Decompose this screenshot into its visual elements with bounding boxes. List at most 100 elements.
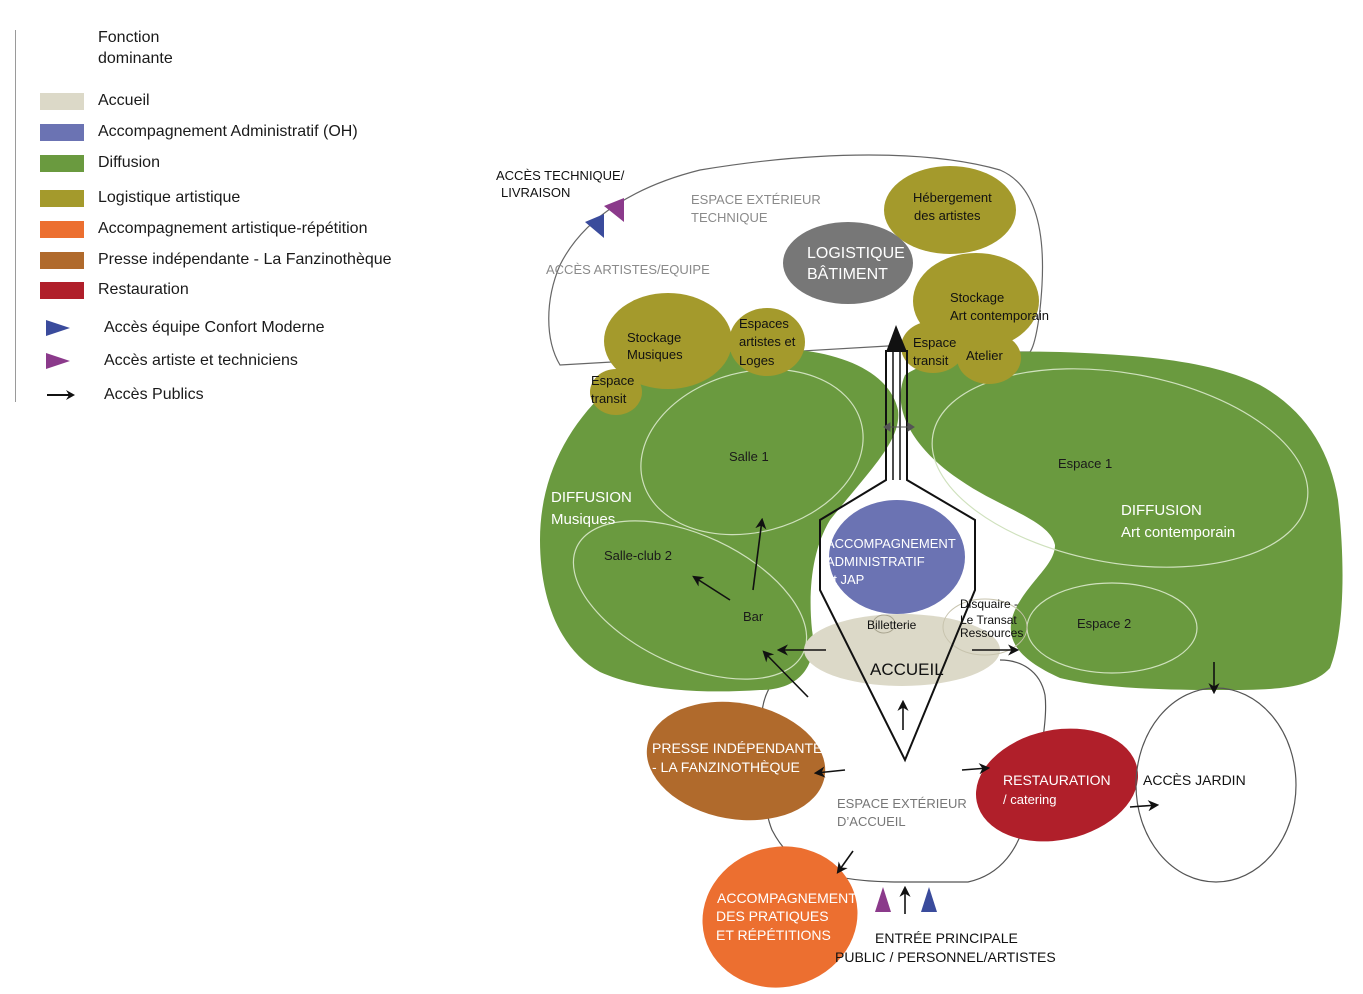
label-pratiques-3: ET RÉPÉTITIONS [716, 927, 831, 943]
legend-item-acces-equipe: Accès équipe Confort Moderne [40, 317, 325, 339]
legend-swatch-diffusion [40, 154, 84, 172]
label-acces-jardin: ACCÈS JARDIN [1143, 772, 1246, 788]
legend-title-line2: dominante [98, 50, 173, 67]
label-billetterie: Billetterie [867, 618, 917, 632]
blue-triangle-icon [585, 214, 604, 238]
blue-triangle-icon [921, 887, 937, 912]
label-disquaire-2: Le Transat [960, 613, 1017, 627]
diffusion-art-zone [900, 351, 1343, 690]
accompagnement-pratiques-ellipse [702, 846, 858, 988]
arrow-exterieur-to-bar [762, 650, 809, 698]
arrow-to-restauration [961, 763, 991, 775]
accueil-ellipse [804, 614, 1000, 686]
label-transit-right-1: Espace [913, 335, 956, 350]
arrow-icon [47, 390, 75, 400]
espaces-artistes-ellipse [729, 308, 805, 376]
legend-label-acces-artiste: Accès artiste et techniciens [104, 352, 298, 369]
central-route-arrowhead [886, 325, 907, 352]
atelier-ellipse [957, 332, 1021, 384]
salle-1-outline [640, 368, 864, 536]
label-espace-ext-accueil-1: ESPACE EXTÉRIEUR [837, 796, 967, 811]
legend-swatch-presse [40, 251, 84, 269]
arrow-to-pratiques [836, 850, 854, 874]
label-presse-2: - LA FANZINOTHÈQUE [652, 759, 800, 775]
label-espace-ext-tech-2: TECHNIQUE [691, 210, 768, 225]
label-admin-2: ADMINISTRATIF [826, 554, 925, 569]
label-salle1: Salle 1 [729, 449, 769, 464]
label-atelier: Atelier [966, 348, 1004, 363]
logistique-batiment-ellipse [783, 222, 913, 304]
espace-transit-right-ellipse [901, 321, 965, 373]
hebergement-ellipse [884, 166, 1016, 254]
restauration-ellipse [975, 728, 1139, 842]
presse-ellipse [646, 701, 826, 821]
label-acces-technique-1: ACCÈS TECHNIQUE/ [496, 168, 625, 183]
label-diffusion-mus-1: DIFFUSION [551, 489, 632, 506]
label-pratiques-1: ACCOMPAGNEMENT [717, 890, 857, 906]
label-espace1: Espace 1 [1058, 456, 1112, 471]
legend-label-accueil: Accueil [98, 92, 150, 109]
label-espace2: Espace 2 [1077, 616, 1131, 631]
legend-item-acces-artiste: Accès artiste et techniciens [40, 350, 298, 372]
label-transit-right-2: transit [913, 353, 949, 368]
label-transit-left-2: transit [591, 391, 627, 406]
legend-label-acces-publics: Accès Publics [104, 386, 204, 403]
espace-1-outline [931, 368, 1309, 568]
label-stockage-art-1: Stockage [950, 290, 1004, 305]
stockage-musiques-ellipse [604, 293, 732, 389]
disquaire-outline [942, 598, 1028, 656]
legend-divider [15, 30, 16, 402]
label-stockage-mus-2: Musiques [627, 347, 683, 362]
label-logistique-2: BÂTIMENT [807, 264, 888, 283]
double-arrow-left-head [883, 422, 891, 432]
label-espace-ext-tech-1: ESPACE EXTÉRIEUR [691, 192, 821, 207]
label-accueil: ACCUEIL [870, 660, 944, 679]
legend: Fonction dominante Accueil Accompagnemen… [0, 0, 440, 410]
label-stockage-art-2: Art contemporain [950, 308, 1049, 323]
label-presse-1: PRESSE INDÉPENDANTE [652, 740, 822, 756]
legend-label-acces-equipe: Accès équipe Confort Moderne [104, 319, 325, 336]
legend-item-presse: Presse indépendante - La Fanzinothèque [40, 249, 392, 271]
central-route [819, 350, 976, 763]
label-logistique-1: LOGISTIQUE [807, 245, 905, 262]
legend-item-admin: Accompagnement Administratif (OH) [40, 121, 358, 143]
legend-label-restauration: Restauration [98, 281, 189, 298]
salle-club-outline [572, 520, 808, 680]
arrow-restauration-to-jardin [1129, 800, 1160, 812]
legend-swatch-accueil [40, 92, 84, 110]
label-espace-ext-accueil-2: D’ACCUEIL [837, 814, 906, 829]
legend-swatch-admin [40, 123, 84, 141]
double-arrow-right-head [907, 422, 915, 432]
diffusion-musiques-zone [540, 349, 899, 692]
accompagnement-admin-ellipse [829, 500, 965, 614]
billetterie-marker [872, 614, 896, 634]
label-acces-artistes: ACCÈS ARTISTES/EQUIPE [546, 262, 710, 277]
legend-item-acces-publics: Accès Publics [40, 384, 204, 406]
legend-swatch-repetition [40, 220, 84, 238]
legend-item-accueil: Accueil [40, 90, 150, 112]
outline-technical [548, 154, 1044, 366]
label-disquaire-1: Disquaire - [960, 597, 1018, 611]
legend-label-repetition: Accompagnement artistique-répétition [98, 220, 368, 237]
label-stockage-mus-1: Stockage [627, 330, 681, 345]
arrow-bar-to-salle1 [752, 517, 767, 591]
label-bar: Bar [743, 609, 764, 624]
purple-triangle-icon [604, 198, 624, 222]
label-espaces-artistes-3: Loges [739, 353, 775, 368]
label-diffusion-mus-2: Musiques [551, 511, 615, 528]
label-diffusion-art-2: Art contemporain [1121, 524, 1235, 541]
label-restauration-1: RESTAURATION [1003, 772, 1111, 788]
label-hebergement-1: Hébergement [913, 190, 992, 205]
legend-item-logistique: Logistique artistique [40, 187, 240, 209]
arrow-to-presse [813, 766, 846, 778]
legend-item-diffusion: Diffusion [40, 152, 160, 174]
label-pratiques-2: DES PRATIQUES [716, 908, 829, 924]
label-disquaire-3: Ressources [960, 626, 1023, 640]
legend-item-repetition: Accompagnement artistique-répétition [40, 218, 367, 240]
label-entree-1: ENTRÉE PRINCIPALE [875, 930, 1018, 946]
legend-label-diffusion: Diffusion [98, 154, 160, 171]
label-espaces-artistes-2: artistes et [739, 334, 796, 349]
label-diffusion-art-1: DIFFUSION [1121, 502, 1202, 519]
label-restauration-2: / catering [1003, 792, 1056, 807]
